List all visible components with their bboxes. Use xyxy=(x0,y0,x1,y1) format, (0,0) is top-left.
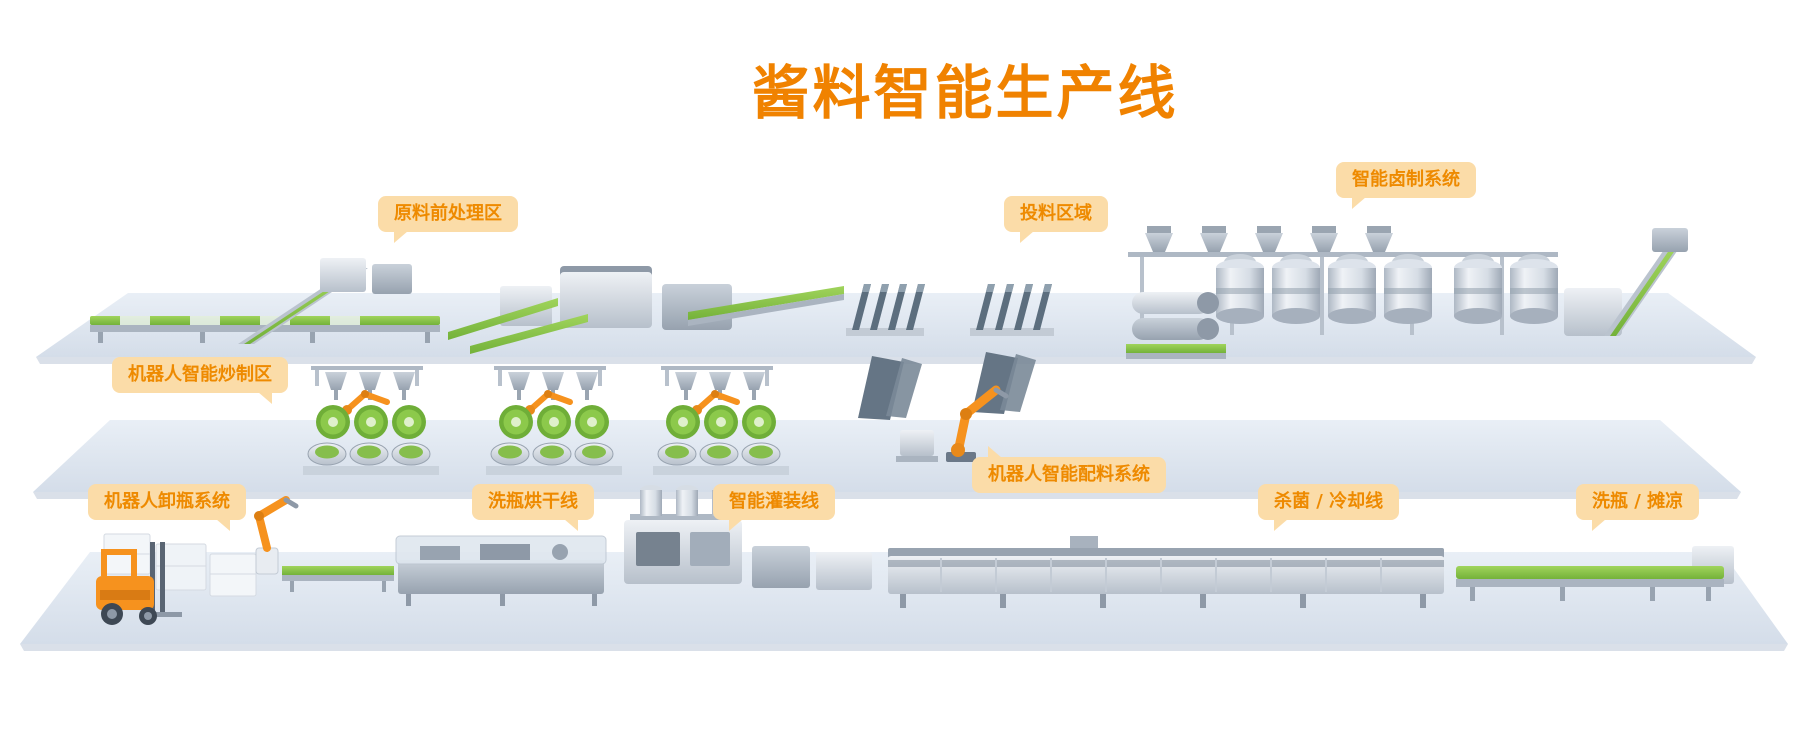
marinating-system-equipment xyxy=(1126,226,1688,359)
callout-bottle-washing-cooling: 洗瓶 / 摊凉 xyxy=(1576,484,1700,531)
callout-robot-ingredient: 机器人智能配料系统 xyxy=(972,446,1166,493)
callout-pretreatment: 原料前处理区 xyxy=(378,196,518,243)
platform-middle xyxy=(33,420,1741,499)
callout-smart-filling: 智能灌装线 xyxy=(713,484,835,531)
feeding-area-bins xyxy=(846,284,1054,336)
ingredient-dispensing-station xyxy=(858,352,1036,462)
callout-marinating: 智能卤制系统 xyxy=(1336,162,1476,209)
stirfry-station-2 xyxy=(486,366,622,475)
filling-machine xyxy=(624,485,872,590)
callout-robot-unbottling: 机器人卸瓶系统 xyxy=(88,484,246,531)
callout-bottle-washing-drying: 洗瓶烘干线 xyxy=(472,484,594,531)
sterilization-cooling-tunnel xyxy=(888,536,1444,608)
page-title: 酱料智能生产线 xyxy=(751,59,1179,127)
forklift xyxy=(96,542,182,625)
unbottling-robot xyxy=(254,496,299,575)
bottle-washer-dryer xyxy=(395,535,607,606)
cooling-conveyor xyxy=(1456,546,1734,601)
preprocessing-equipment xyxy=(90,258,844,354)
callout-feeding: 投料区域 xyxy=(1004,196,1108,243)
unbottling-conveyor xyxy=(282,566,394,592)
stirfry-station-1 xyxy=(303,366,439,475)
callout-robot-stirfry: 机器人智能炒制区 xyxy=(112,357,288,404)
stirfry-station-3 xyxy=(653,366,789,475)
callout-sterilize-cooling: 杀菌 / 冷却线 xyxy=(1258,484,1400,531)
pallet-boxes xyxy=(103,533,257,597)
